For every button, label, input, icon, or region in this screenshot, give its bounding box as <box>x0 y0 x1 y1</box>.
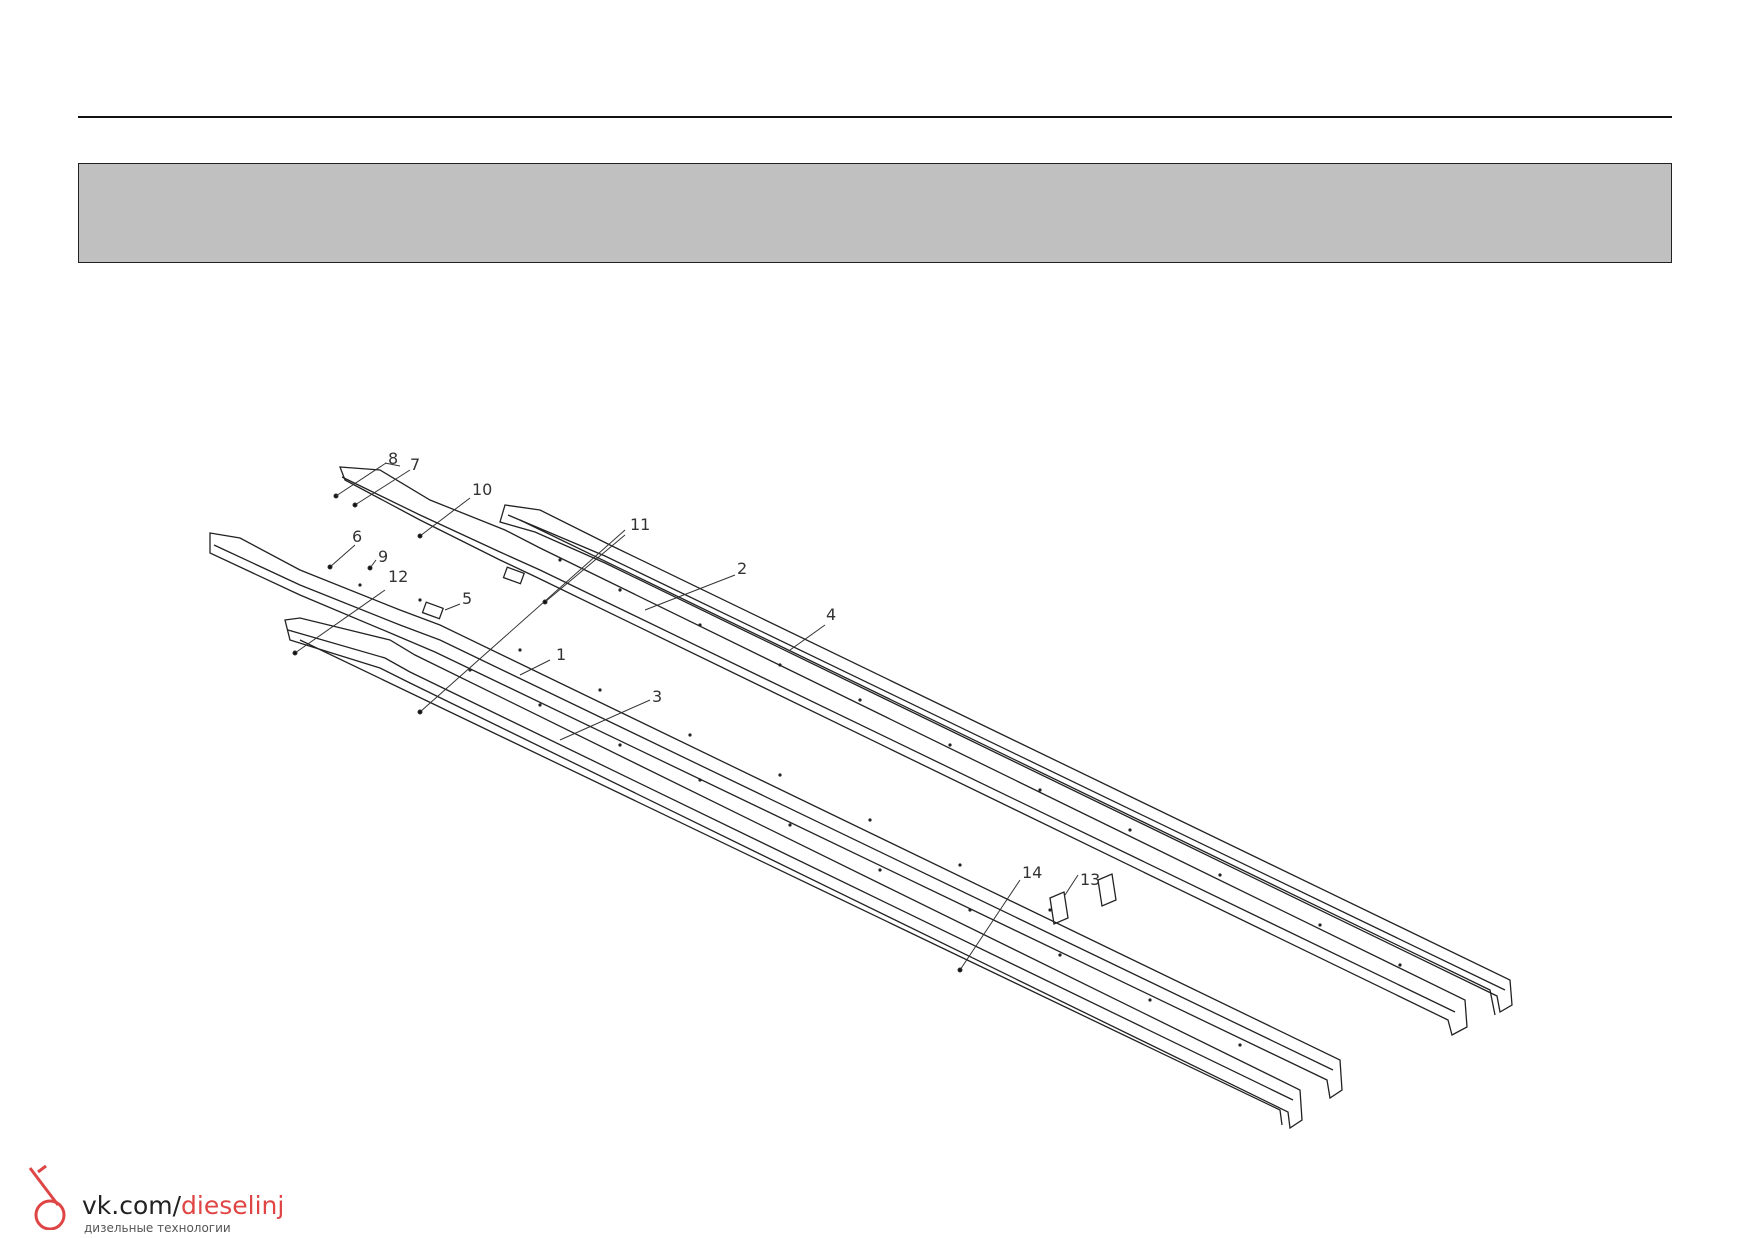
callout-14: 14 <box>1022 863 1042 882</box>
watermark-tagline: дизельные технологии <box>84 1221 231 1235</box>
top-rule <box>78 116 1672 118</box>
callout-1: 1 <box>556 645 566 664</box>
callout-12: 12 <box>388 567 408 586</box>
callout-3: 3 <box>652 687 662 706</box>
callout-13: 13 <box>1080 870 1100 889</box>
injector-icon <box>28 1164 66 1230</box>
rail-middle-left <box>209 532 1343 1100</box>
rail-upper-front <box>339 466 1468 1036</box>
callout-8: 8 <box>388 449 398 468</box>
callout-9: 9 <box>378 547 388 566</box>
callout-7: 7 <box>410 455 420 474</box>
rail-right-long <box>499 504 1513 1016</box>
callout-2: 2 <box>737 559 747 578</box>
bracket-13b <box>1097 873 1117 907</box>
callout-6: 6 <box>352 527 362 546</box>
plate-11 <box>502 566 526 585</box>
callout-4: 4 <box>826 605 836 624</box>
hole-pattern <box>358 558 1402 1047</box>
header-band <box>78 163 1672 263</box>
watermark-host: vk.com/dieselinj <box>82 1191 285 1220</box>
callout-10: 10 <box>472 480 492 499</box>
rail-lower-long <box>284 617 1303 1130</box>
callout-5: 5 <box>462 589 472 608</box>
bracket-13 <box>1049 891 1069 925</box>
plate-5 <box>421 601 445 620</box>
watermark-logo <box>28 1164 66 1230</box>
callout-11: 11 <box>630 515 650 534</box>
